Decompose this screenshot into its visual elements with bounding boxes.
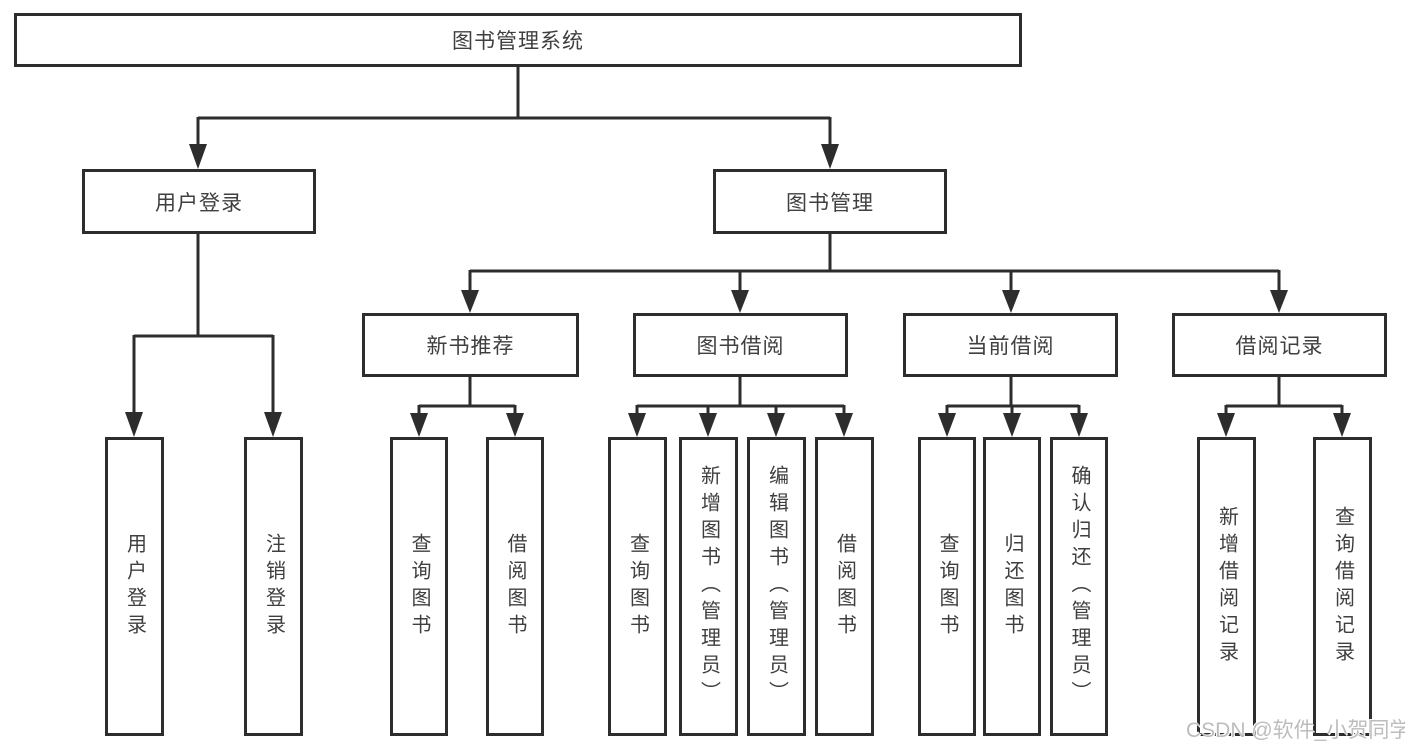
node-borrow-records: 借阅记录	[1172, 313, 1387, 377]
arrowheads	[125, 144, 1351, 437]
node-user-login-label: 用户登录	[155, 191, 243, 215]
node-current-borrow-label: 当前借阅	[966, 335, 1055, 358]
leaf-user-login: 用户登录	[105, 437, 164, 736]
leaf-query-borrow-record-label: 查询借阅记录	[1331, 505, 1354, 668]
node-book-borrow: 图书借阅	[633, 313, 848, 377]
node-root: 图书管理系统	[14, 13, 1022, 67]
node-new-book-recommend-label: 新书推荐	[426, 335, 515, 358]
node-borrow-records-label: 借阅记录	[1235, 335, 1324, 358]
leaf-borrow-query-books-label: 查询图书	[626, 532, 649, 641]
leaf-borrow-books-label: 借阅图书	[833, 532, 856, 641]
node-book-management: 图书管理	[713, 169, 947, 234]
leaf-logout: 注销登录	[244, 437, 303, 736]
leaf-query-borrow-record: 查询借阅记录	[1313, 437, 1372, 736]
leaf-recommend-query-books: 查询图书	[390, 437, 448, 736]
leaf-confirm-return-admin-label: 确认归还（管理员）	[1068, 465, 1090, 708]
leaf-add-books-admin-label: 新增图书（管理员）	[697, 465, 720, 708]
leaf-logout-label: 注销登录	[262, 532, 285, 641]
node-current-borrow: 当前借阅	[903, 313, 1118, 377]
leaf-current-query-books: 查询图书	[918, 437, 976, 736]
node-book-management-label: 图书管理	[786, 191, 874, 215]
leaf-add-borrow-record: 新增借阅记录	[1197, 437, 1256, 736]
leaf-add-borrow-record-label: 新增借阅记录	[1215, 505, 1238, 668]
leaf-return-books-label: 归还图书	[1001, 532, 1023, 641]
leaf-recommend-borrow-books: 借阅图书	[486, 437, 544, 736]
node-book-borrow-label: 图书借阅	[696, 335, 785, 358]
node-new-book-recommend: 新书推荐	[362, 313, 579, 377]
leaf-recommend-borrow-books-label: 借阅图书	[504, 532, 526, 641]
leaf-borrow-query-books: 查询图书	[608, 437, 667, 736]
leaf-edit-books-admin-label: 编辑图书（管理员）	[765, 465, 788, 708]
node-user-login: 用户登录	[82, 169, 316, 234]
leaf-add-books-admin: 新增图书（管理员）	[679, 437, 738, 736]
csdn-watermark: CSDN @软件_小贺同学	[1186, 719, 1405, 742]
leaf-current-query-books-label: 查询图书	[936, 532, 958, 641]
leaf-recommend-query-books-label: 查询图书	[408, 532, 430, 641]
leaf-borrow-books: 借阅图书	[815, 437, 874, 736]
leaf-return-books: 归还图书	[983, 437, 1041, 736]
leaf-confirm-return-admin: 确认归还（管理员）	[1050, 437, 1108, 736]
node-root-label: 图书管理系统	[452, 30, 584, 53]
leaf-user-login-label: 用户登录	[123, 532, 146, 641]
leaf-edit-books-admin: 编辑图书（管理员）	[747, 437, 806, 736]
